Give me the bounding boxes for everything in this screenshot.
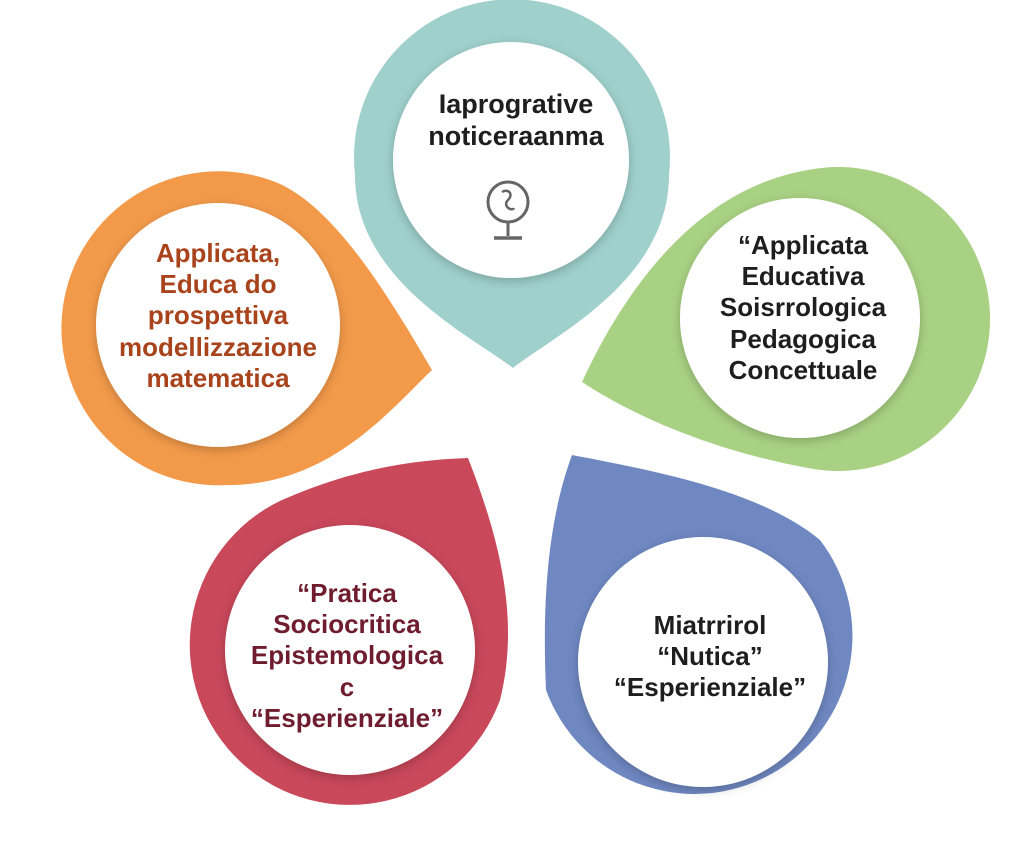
globe-icon [486,180,530,240]
label-bottom-left-line-4: c [339,671,355,702]
petal-top-disc [393,42,629,278]
label-left-line-4: modellizzazione [119,331,317,362]
label-bottom-left-line-1: “Pratica [297,578,397,608]
petal-top [354,0,670,368]
label-right-line-1: “Applicata [737,230,869,260]
petal-bottom-right [544,455,853,794]
petal-left [61,171,432,486]
label-top-line-2: noticeraanma [428,121,604,152]
label-left: Applicata, Educa do prospettiva modelliz… [100,238,336,394]
label-left-line-2: Educa do [159,269,277,300]
petal-right [582,167,991,472]
label-bottom-left-line-2: Sociocritica [273,609,421,640]
petal-left-disc [96,203,340,447]
petal-bottom-right-disc [578,537,828,787]
label-bottom-right-line-3: “Esperienziale” [613,672,807,703]
label-right-line-3: Soisrrologica [719,292,887,323]
label-top-line-1: Iaprogrative [438,89,594,119]
label-bottom-left-line-5: “Esperienziale” [250,702,444,733]
label-bottom-left: “Pratica Sociocritica Epistemologica c “… [242,578,452,734]
label-right-line-5: Concettuale [728,354,878,385]
label-bottom-right: Miatrrirol “Nutica” “Esperienziale” [590,610,830,704]
label-right-line-4: Pedagogica [730,323,876,354]
label-left-line-5: matematica [146,362,290,393]
petal-bottom-left-disc [225,525,475,775]
label-left-line-3: prospettiva [147,300,289,331]
petal-right-disc [680,198,920,438]
label-top: Iaprogrative noticeraanma [393,88,639,153]
label-bottom-left-line-3: Epistemologica [250,640,444,671]
label-bottom-right-line-2: “Nutica” [657,641,763,672]
petal-bottom-left [189,458,509,805]
label-right: “Applicata Educativa Soisrrologica Pedag… [698,230,908,386]
label-left-line-1: Applicata, [155,238,281,268]
label-bottom-right-line-1: Miatrrirol [653,610,767,640]
label-right-line-2: Educativa [741,261,865,292]
